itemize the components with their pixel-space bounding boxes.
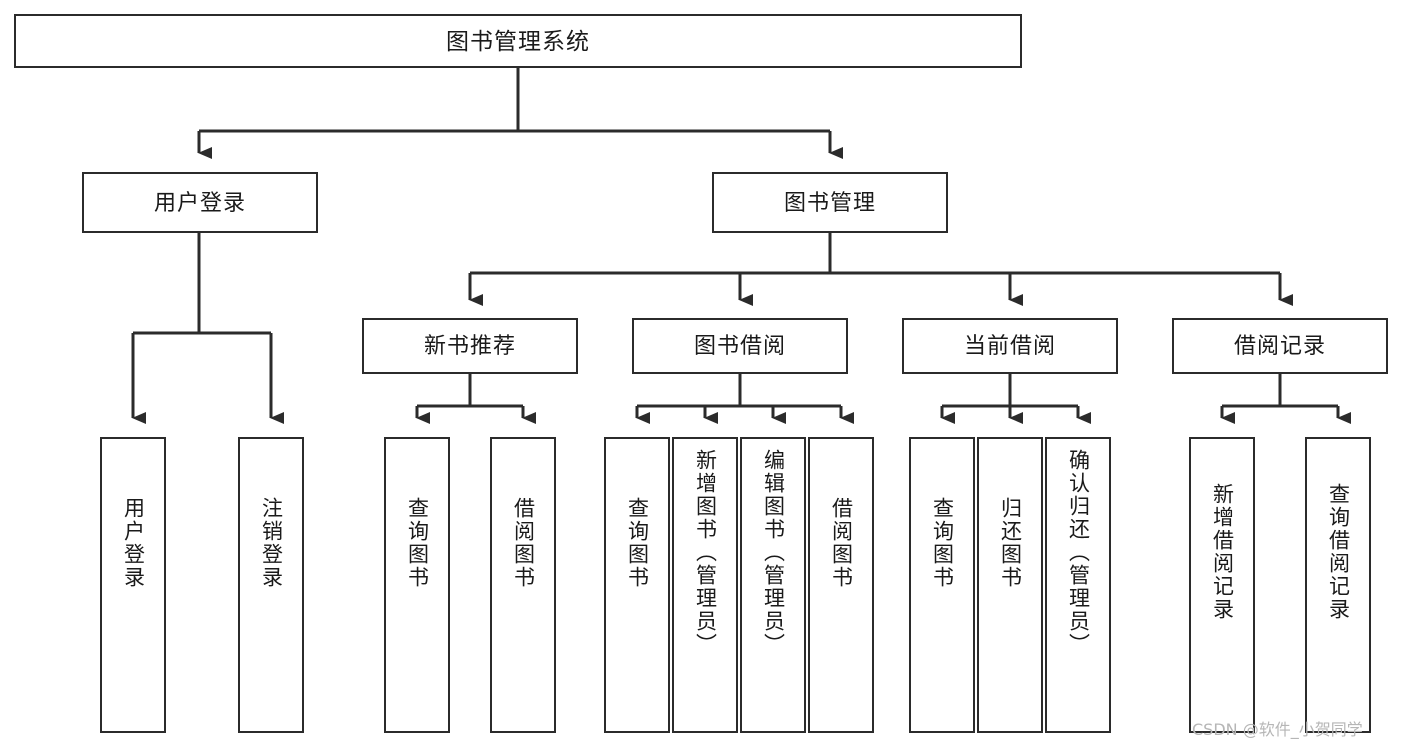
node-book-borrow[interactable]: 图书借阅 [632,318,848,374]
node-new-book-recommend[interactable]: 新书推荐 [362,318,578,374]
node-leaf-borrow-book-1[interactable]: 借阅图书 [490,437,556,733]
node-leaf-borrow-book-2[interactable]: 借阅图书 [808,437,874,733]
node-leaf-borrow-book-1-label: 借阅图书 [511,497,535,589]
node-leaf-add-record-label: 新增借阅记录 [1210,483,1234,621]
node-leaf-return-book-label: 归还图书 [998,497,1022,589]
node-leaf-query-record-label: 查询借阅记录 [1326,483,1350,621]
node-root-label: 图书管理系统 [446,27,590,54]
node-leaf-confirm-return-label: 确认归还（管理员） [1066,449,1090,656]
node-leaf-user-login-label: 用户登录 [121,497,145,589]
node-book-management[interactable]: 图书管理 [712,172,948,233]
node-leaf-add-record[interactable]: 新增借阅记录 [1189,437,1255,733]
node-leaf-query-book-1-label: 查询图书 [405,497,429,589]
node-leaf-edit-book[interactable]: 编辑图书（管理员） [740,437,806,733]
node-leaf-query-book-2[interactable]: 查询图书 [604,437,670,733]
node-leaf-confirm-return[interactable]: 确认归还（管理员） [1045,437,1111,733]
node-leaf-edit-book-label: 编辑图书（管理员） [761,449,785,656]
node-leaf-borrow-book-2-label: 借阅图书 [829,497,853,589]
node-leaf-query-record[interactable]: 查询借阅记录 [1305,437,1371,733]
node-leaf-add-book[interactable]: 新增图书（管理员） [672,437,738,733]
node-root[interactable]: 图书管理系统 [14,14,1022,68]
node-leaf-add-book-label: 新增图书（管理员） [693,449,717,656]
node-leaf-query-book-3-label: 查询图书 [930,497,954,589]
node-borrow-record[interactable]: 借阅记录 [1172,318,1388,374]
node-leaf-logout-login-label: 注销登录 [259,497,283,589]
node-current-borrow-label: 当前借阅 [963,333,1056,359]
node-current-borrow[interactable]: 当前借阅 [902,318,1118,374]
node-leaf-query-book-1[interactable]: 查询图书 [384,437,450,733]
node-leaf-query-book-2-label: 查询图书 [625,497,649,589]
node-leaf-query-book-3[interactable]: 查询图书 [909,437,975,733]
node-leaf-return-book[interactable]: 归还图书 [977,437,1043,733]
node-leaf-user-login[interactable]: 用户登录 [100,437,166,733]
node-borrow-record-label: 借阅记录 [1233,333,1326,359]
node-new-book-recommend-label: 新书推荐 [423,333,516,359]
node-leaf-logout-login[interactable]: 注销登录 [238,437,304,733]
node-book-management-label: 图书管理 [783,189,876,215]
node-user-login-label: 用户登录 [153,189,246,215]
node-user-login[interactable]: 用户登录 [82,172,318,233]
node-book-borrow-label: 图书借阅 [693,333,786,359]
